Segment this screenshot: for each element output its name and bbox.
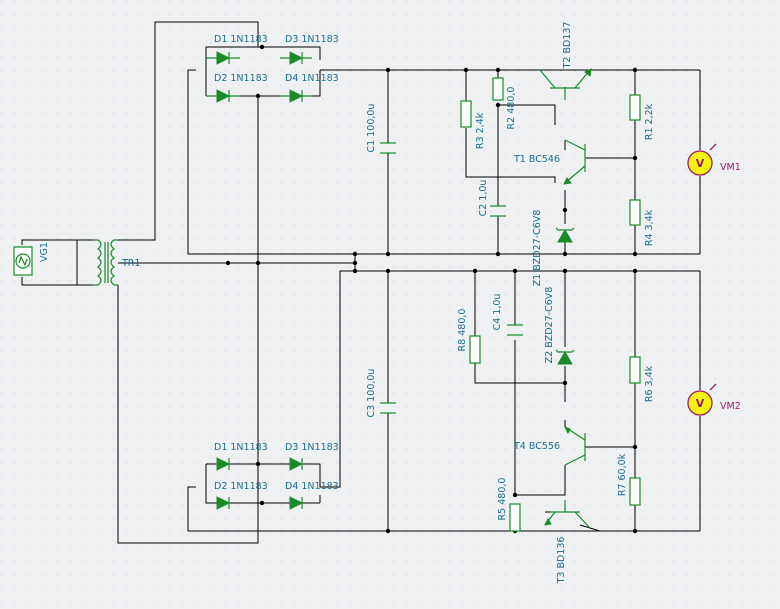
- junction-dots: [225, 44, 638, 534]
- vm2-label: VM2: [720, 401, 741, 412]
- capacitor-c1[interactable]: [380, 142, 396, 154]
- diode-d4-bottom[interactable]: [289, 496, 304, 510]
- r7-label: R7 60,0k: [617, 453, 628, 496]
- resistor-r4[interactable]: [629, 199, 641, 226]
- resistor-r2[interactable]: [492, 77, 504, 101]
- voltmeter-vm1[interactable]: V: [687, 143, 717, 176]
- wires: [21, 21, 701, 544]
- c4-label: C4 1,0u: [492, 294, 503, 331]
- diode-d3-top[interactable]: [280, 51, 312, 65]
- d3-top-label: D3 1N1183: [285, 34, 339, 45]
- r8-label: R8 480,0: [457, 309, 468, 352]
- c3-label: C3 100,0u: [366, 369, 377, 418]
- resistor-r6[interactable]: [629, 356, 641, 384]
- capacitor-c4[interactable]: [507, 324, 523, 336]
- capacitor-c3[interactable]: [380, 402, 396, 414]
- transistor-t1[interactable]: [563, 139, 586, 185]
- capacitor-c2[interactable]: [490, 205, 506, 217]
- t2-label: T2 BD137: [562, 22, 573, 70]
- zener-z2[interactable]: [555, 349, 575, 365]
- d3-bottom-label: D3 1N1183: [285, 442, 339, 453]
- transistor-t2[interactable]: [539, 68, 592, 100]
- d4-bottom-label: D4 1N1183: [285, 481, 339, 492]
- c1-label: C1 100,0u: [366, 104, 377, 153]
- r5-label: R5 480,0: [497, 478, 508, 521]
- diode-d2-top[interactable]: [206, 89, 240, 103]
- transformer-tr1[interactable]: [93, 239, 118, 286]
- d2-top-label: D2 1N1183: [214, 73, 268, 84]
- z1-label: Z1 BZD27-C6V8: [532, 210, 543, 287]
- d2-bottom-label: D2 1N1183: [214, 481, 268, 492]
- diode-d1-top[interactable]: [206, 51, 240, 65]
- tr1-label: TR1: [121, 258, 140, 269]
- diode-d4-top[interactable]: [280, 89, 312, 103]
- r2-label: R2 480,0: [506, 87, 517, 130]
- vg1-label: VG1: [39, 242, 50, 262]
- zener-z1[interactable]: [555, 227, 575, 243]
- resistor-r1[interactable]: [629, 94, 641, 121]
- c2-label: C2 1,0u: [478, 180, 489, 217]
- diode-d1-bottom[interactable]: [216, 457, 231, 471]
- transistor-t4[interactable]: [563, 426, 586, 466]
- r1-label: R1 2,2k: [644, 103, 655, 140]
- z2-label: Z2 BZD27-C6V8: [544, 287, 555, 364]
- resistor-r5[interactable]: [509, 503, 521, 532]
- svg-text:V: V: [696, 397, 705, 410]
- voltmeter-vm2[interactable]: V: [687, 383, 717, 416]
- t3-label: T3 BD136: [556, 537, 567, 585]
- t4-label: T4 BC556: [513, 441, 560, 452]
- r3-label: R3 2,4k: [475, 112, 486, 149]
- resistor-r8[interactable]: [469, 335, 481, 364]
- resistor-r3[interactable]: [460, 100, 472, 128]
- d4-top-label: D4 1N1183: [285, 73, 339, 84]
- diode-d2-bottom[interactable]: [216, 496, 231, 510]
- resistor-r7[interactable]: [629, 477, 641, 506]
- d1-bottom-label: D1 1N1183: [214, 442, 268, 453]
- transistor-t3[interactable]: [544, 500, 591, 529]
- r6-label: R6 3,4k: [644, 365, 655, 402]
- r4-label: R4 3,4k: [644, 209, 655, 246]
- svg-text:V: V: [696, 157, 705, 170]
- d1-top-label: D1 1N1183: [214, 34, 268, 45]
- t1-label: T1 BC546: [513, 154, 560, 165]
- diode-d3-bottom[interactable]: [289, 457, 304, 471]
- vm1-label: VM1: [720, 162, 741, 173]
- vg1-source[interactable]: [13, 246, 33, 276]
